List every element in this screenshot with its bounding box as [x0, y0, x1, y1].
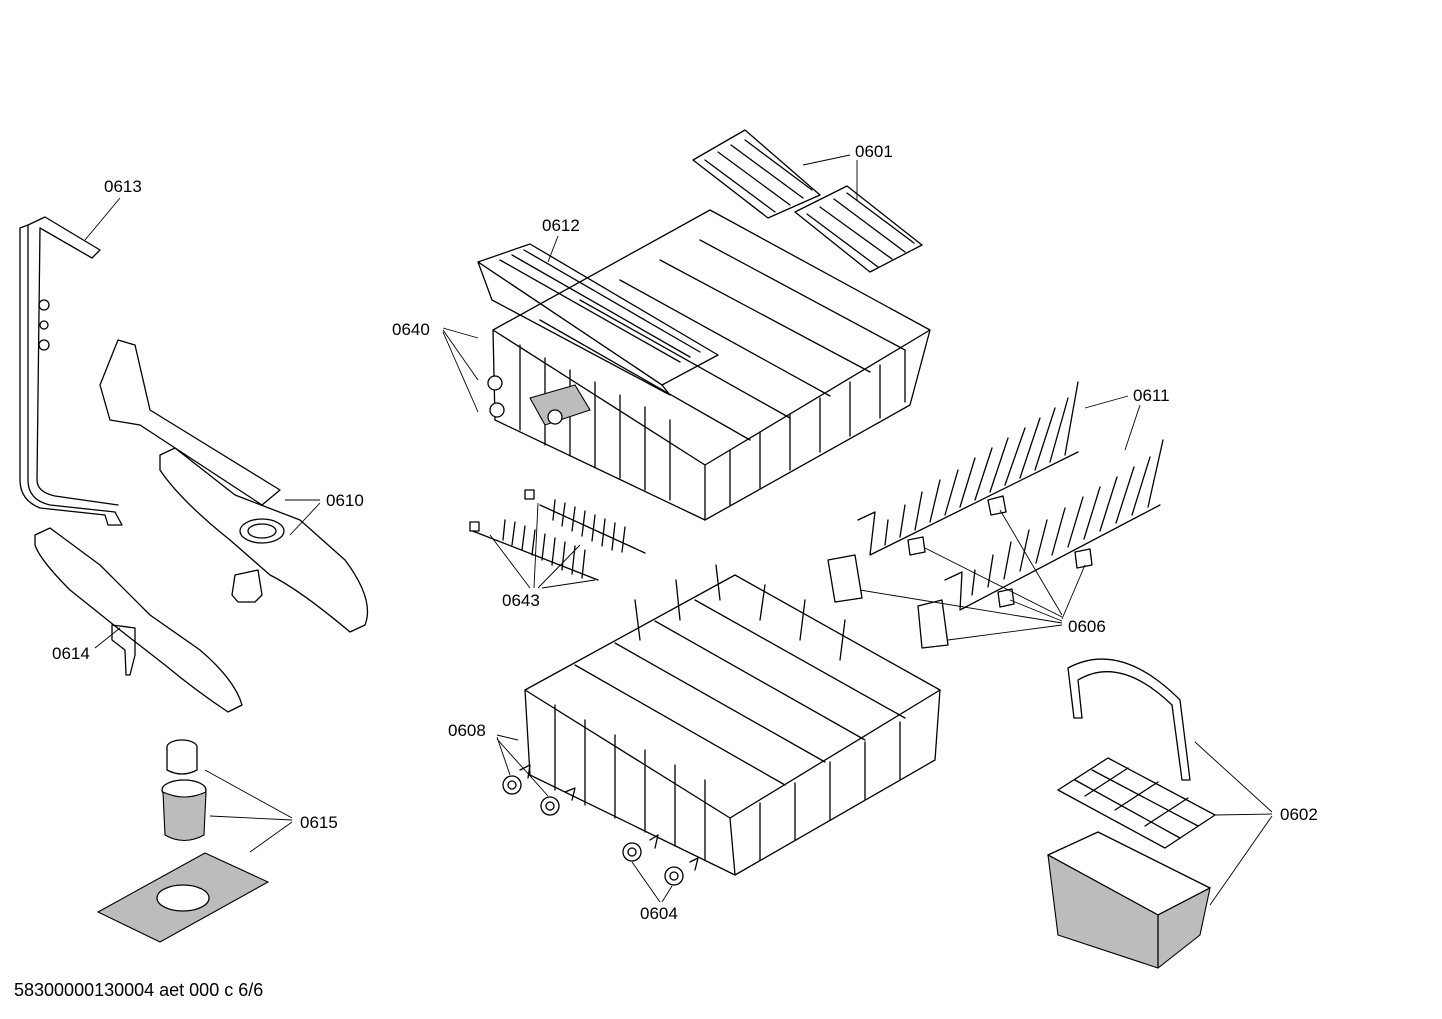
- part-0613-spray-tube: [19, 216, 123, 526]
- part-0643-tine-rows: [469, 489, 646, 581]
- part-0612-cutlery-tray: [477, 243, 719, 396]
- lower-basket: [524, 564, 941, 876]
- callout-0601: 0601: [855, 142, 893, 161]
- callout-0604: 0604: [640, 904, 678, 923]
- part-0615-filter-assembly: [96, 739, 270, 943]
- part-0614-lower-spray-arm: [34, 527, 243, 713]
- upper-basket: [487, 209, 931, 521]
- callout-0643: 0643: [502, 591, 540, 610]
- callout-0610: 0610: [326, 491, 364, 510]
- leader-lines: [84, 154, 1273, 906]
- callout-0614: 0614: [52, 644, 90, 663]
- callout-0615: 0615: [300, 813, 338, 832]
- callout-0606: 0606: [1068, 617, 1106, 636]
- callout-0608: 0608: [448, 721, 486, 740]
- part-0602-cutlery-basket: [1047, 658, 1216, 969]
- document-footer-code: 58300000130004 aet 000 c 6/6: [14, 980, 264, 1000]
- callout-0640: 0640: [392, 320, 430, 339]
- part-0611-tine-racks: [857, 381, 1164, 611]
- callout-0611: 0611: [1133, 386, 1170, 405]
- callout-0612: 0612: [542, 216, 580, 235]
- part-0606-clips: [827, 495, 1093, 649]
- callout-labels: 0601 0613 0612 0640 0611 0610 0643 0606 …: [52, 142, 1318, 923]
- callout-0602: 0602: [1280, 805, 1318, 824]
- part-0601-small-grids: [692, 129, 923, 273]
- part-0610-spray-arm-and-pipe: [99, 339, 369, 633]
- callout-0613: 0613: [104, 177, 142, 196]
- part-0608-0604-wheels: [502, 764, 699, 886]
